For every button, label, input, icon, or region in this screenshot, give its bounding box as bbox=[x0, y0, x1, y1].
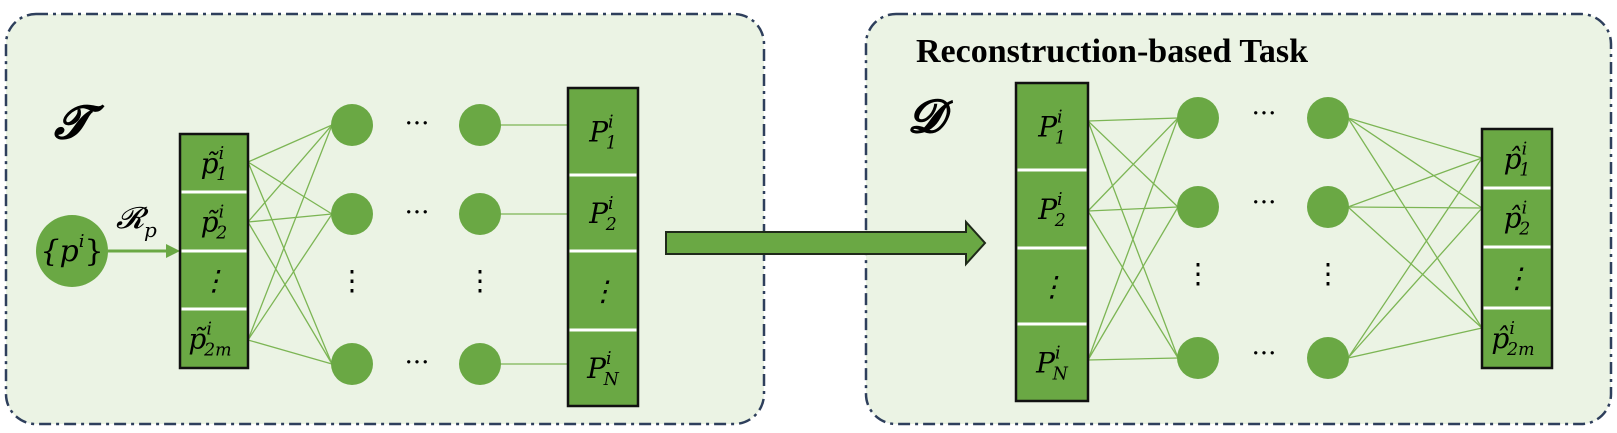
network-edge bbox=[1347, 206, 1483, 209]
ellipsis-horizontal: ··· bbox=[1252, 99, 1277, 129]
network-edge bbox=[247, 124, 333, 341]
network-edge bbox=[1347, 157, 1483, 359]
decoder-hidden-node-first bbox=[1177, 97, 1219, 139]
network-edge bbox=[1347, 117, 1483, 329]
ellipsis-horizontal: ··· bbox=[1252, 339, 1277, 369]
network-edge bbox=[1087, 117, 1179, 212]
network-edge bbox=[247, 221, 333, 365]
decoder-title: Reconstruction-based Task bbox=[916, 33, 1308, 70]
encoder-hidden-node-first bbox=[331, 104, 373, 146]
encoder-hidden-node-first bbox=[331, 343, 373, 385]
decoder-hidden-node-last bbox=[1307, 337, 1349, 379]
decoder-hidden-node-last bbox=[1307, 97, 1349, 139]
network-edge bbox=[247, 161, 333, 365]
network-edge bbox=[247, 124, 333, 163]
decoder-hidden-node-first bbox=[1177, 337, 1219, 379]
encoder-input-cell-label: ⋮ bbox=[200, 264, 228, 297]
sampling-operator-label: 𝓡p bbox=[116, 201, 157, 242]
network-edge bbox=[1347, 157, 1483, 208]
ellipsis-horizontal: ··· bbox=[1252, 188, 1277, 218]
encoder-output-cell-label: ⋮ bbox=[589, 275, 617, 308]
ellipsis-vertical: ⋮ bbox=[1184, 257, 1212, 290]
network-edge bbox=[1347, 207, 1483, 359]
input-set-label: {pi} bbox=[40, 231, 103, 269]
decoder-input-column bbox=[1014, 81, 1090, 403]
decoder-input-cell-label: ⋮ bbox=[1038, 270, 1066, 303]
decoder-hidden-node-first bbox=[1177, 186, 1219, 228]
decoder-hidden-node-last bbox=[1307, 186, 1349, 228]
network-edge bbox=[247, 124, 333, 223]
encoder-hidden-node-last bbox=[459, 193, 501, 235]
network-edge bbox=[247, 213, 333, 341]
network-edge bbox=[247, 213, 333, 223]
ellipsis-vertical: ⋮ bbox=[466, 264, 494, 297]
network-edge bbox=[1087, 206, 1179, 212]
encoder-hidden-node-first bbox=[331, 193, 373, 235]
ellipsis-vertical: ⋮ bbox=[1314, 257, 1342, 290]
sampling-arrow-head bbox=[166, 244, 180, 258]
network-edge bbox=[247, 161, 333, 215]
network-edge bbox=[1347, 206, 1483, 329]
input-set-node bbox=[36, 215, 108, 287]
network-edge bbox=[1087, 117, 1179, 122]
network-edge bbox=[1087, 357, 1179, 361]
transfer-arrow bbox=[665, 219, 987, 267]
network-edge bbox=[1347, 117, 1483, 209]
ellipsis-horizontal: ··· bbox=[405, 348, 430, 378]
encoder-output-column bbox=[566, 86, 640, 408]
ellipsis-horizontal: ··· bbox=[405, 109, 430, 139]
ellipsis-horizontal: ··· bbox=[405, 198, 430, 228]
encoder-hidden-node-last bbox=[459, 104, 501, 146]
network-edge bbox=[1087, 206, 1179, 361]
network-edge bbox=[247, 339, 333, 365]
network-edge bbox=[1347, 327, 1483, 359]
network-edge bbox=[1347, 117, 1483, 159]
decoder-output-cell-label: ⋮ bbox=[1503, 262, 1531, 295]
encoder-hidden-node-last bbox=[459, 343, 501, 385]
ellipsis-vertical: ⋮ bbox=[338, 264, 366, 297]
network-edge bbox=[1087, 117, 1179, 361]
